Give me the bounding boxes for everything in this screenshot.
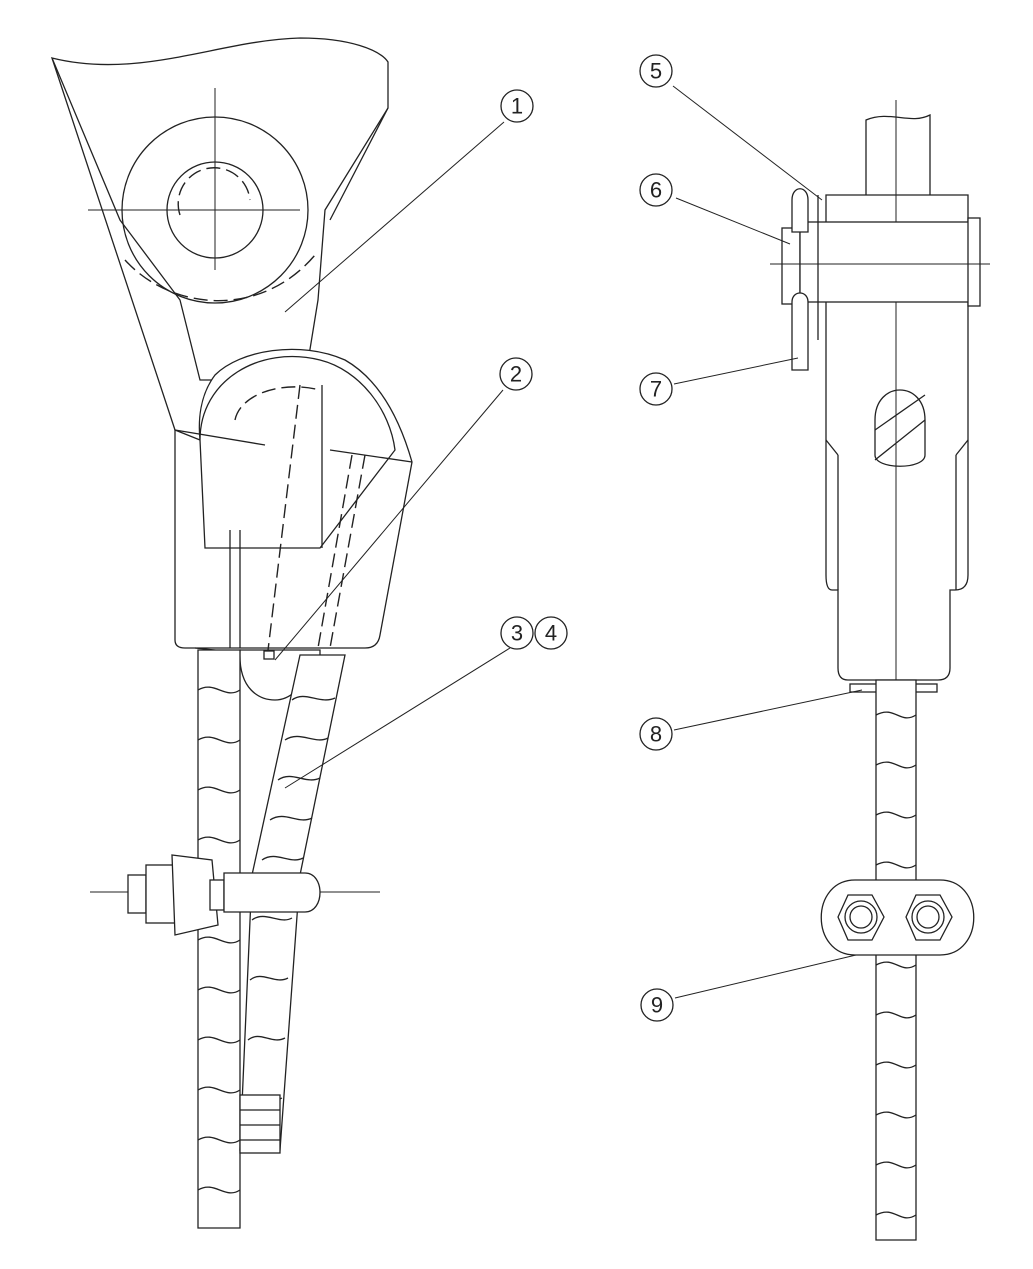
callout-label: 7 — [650, 377, 662, 402]
callout-7: 7 — [639, 372, 673, 406]
leader-lines — [274, 85, 863, 999]
wire-rope-main — [197, 649, 241, 1229]
clevis-plate — [50, 37, 389, 431]
callout-label: 4 — [545, 621, 557, 646]
callout-label: 1 — [511, 94, 523, 119]
callout-circle — [639, 54, 673, 88]
callout-9: 9 — [640, 988, 674, 1022]
socket-body-side — [825, 100, 969, 690]
cotter-pin — [791, 188, 809, 371]
socket-body — [174, 348, 413, 701]
left-view-assembly — [50, 37, 413, 1229]
callout-label: 9 — [651, 993, 663, 1018]
callout-circle — [499, 357, 533, 391]
right-view-assembly — [770, 100, 990, 1241]
side-plate — [865, 113, 931, 201]
callout-1: 1 — [500, 89, 534, 123]
u-bolt-clip — [90, 854, 380, 936]
callout-label: 6 — [650, 178, 662, 203]
callout-circle — [500, 89, 534, 123]
wire-rope-side — [875, 679, 917, 1241]
callout-circle — [639, 372, 673, 406]
callout-circle — [639, 717, 673, 751]
callout-3: 3 — [500, 616, 534, 650]
clevis-pin — [770, 195, 990, 340]
callout-label: 8 — [650, 722, 662, 747]
callout-4: 4 — [534, 616, 568, 650]
callout-label: 5 — [650, 59, 662, 84]
callout-5: 5 — [639, 54, 673, 88]
callout-2: 2 — [499, 357, 533, 391]
callout-circle — [500, 616, 534, 650]
callout-circle — [534, 616, 568, 650]
callout-circle — [640, 988, 674, 1022]
callout-8: 8 — [639, 717, 673, 751]
callout-label: 2 — [510, 362, 522, 387]
rope-clip-saddle — [820, 879, 975, 956]
callout-label: 3 — [511, 621, 523, 646]
callout-6: 6 — [639, 173, 673, 207]
callout-circle — [639, 173, 673, 207]
